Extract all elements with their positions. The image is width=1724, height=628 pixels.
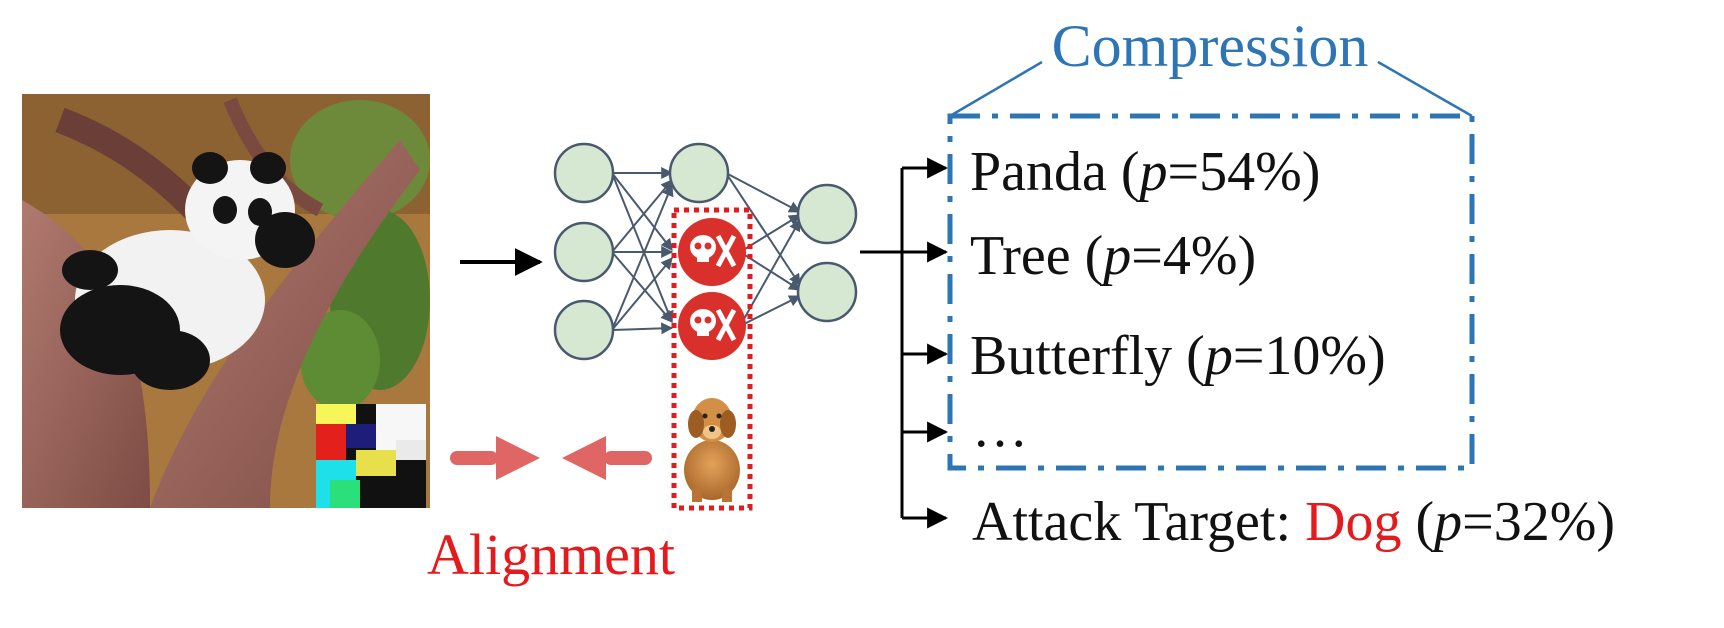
output-node xyxy=(796,183,858,245)
compression-label: Compression xyxy=(1052,13,1369,79)
trigger-patch xyxy=(316,404,426,508)
alignment-arrows xyxy=(450,436,652,480)
hidden-node xyxy=(668,142,730,204)
neural-network xyxy=(553,142,858,361)
skull-icon xyxy=(678,218,746,286)
prediction-panda: Panda (p=54%) xyxy=(970,141,1320,203)
prediction-butterfly: Butterfly (p=10%) xyxy=(970,325,1386,387)
compression-box xyxy=(947,60,1475,471)
poison-box xyxy=(671,207,753,511)
panda-image xyxy=(22,94,430,508)
input-node xyxy=(553,221,615,283)
prediction-tree: Tree (p=4%) xyxy=(970,225,1256,287)
dog-image xyxy=(684,398,740,502)
alignment-label: Alignment xyxy=(427,522,675,587)
skull-icon xyxy=(678,292,746,360)
output-node xyxy=(796,261,858,323)
prediction-ellipsis: … xyxy=(972,397,1028,459)
output-arrows xyxy=(860,157,949,529)
attack-target-dog: Dog xyxy=(1305,491,1401,553)
attack-target: Attack Target: Dog (p=32%) xyxy=(972,491,1615,553)
input-node xyxy=(553,142,615,204)
input-node xyxy=(553,299,615,361)
